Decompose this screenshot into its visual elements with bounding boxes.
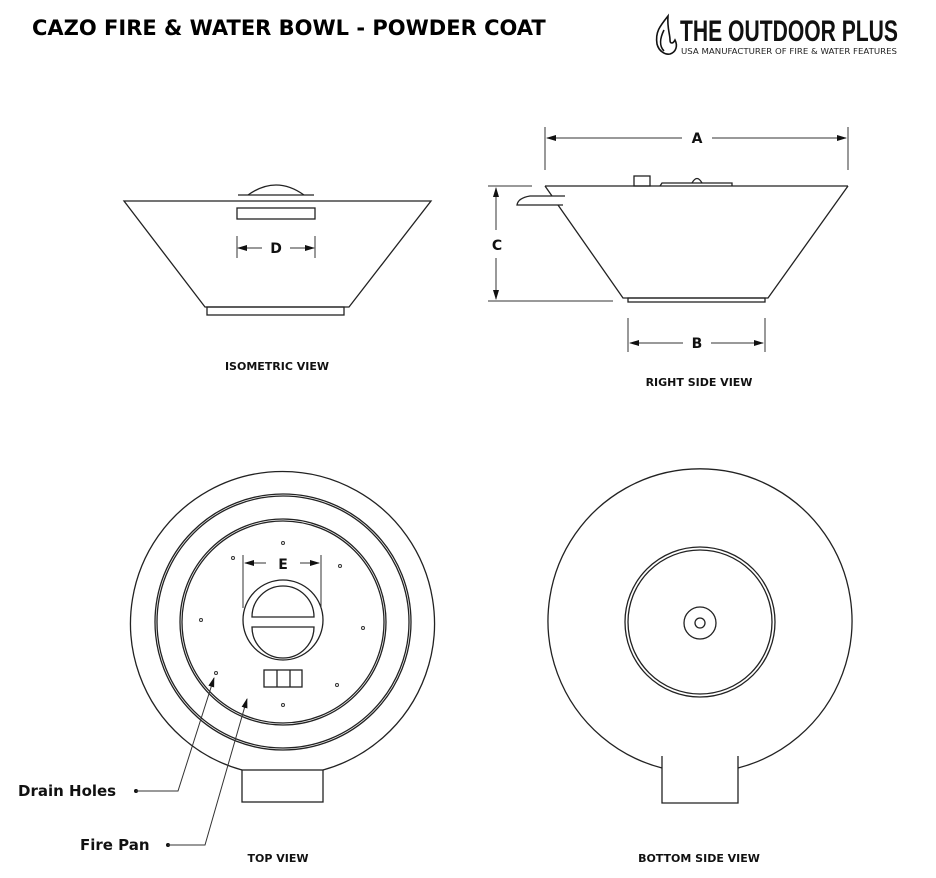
isometric-view-label: ISOMETRIC VIEW bbox=[225, 360, 329, 373]
drain-holes-callout: Drain Holes bbox=[18, 677, 215, 800]
dimension-b-label: B bbox=[692, 336, 703, 352]
bottom-side-view: BOTTOM SIDE VIEW bbox=[547, 468, 853, 865]
drain-holes-label: Drain Holes bbox=[18, 782, 116, 800]
isometric-view: D ISOMETRIC VIEW bbox=[122, 184, 433, 373]
top-view-label: TOP VIEW bbox=[248, 852, 309, 865]
bottom-side-view-label: BOTTOM SIDE VIEW bbox=[638, 852, 760, 865]
dimension-c-label: C bbox=[492, 238, 502, 254]
fire-pan-label: Fire Pan bbox=[80, 836, 150, 854]
logo-name: THE OUTDOOR PLUS bbox=[680, 15, 898, 48]
logo-tagline: USA MANUFACTURER OF FIRE & WATER FEATURE… bbox=[681, 47, 897, 56]
dimension-e-label: E bbox=[278, 557, 288, 573]
top-view: E TOP VIEW bbox=[129, 470, 436, 865]
fire-pan-callout: Fire Pan bbox=[80, 698, 248, 854]
right-side-view-label: RIGHT SIDE VIEW bbox=[646, 376, 753, 389]
logo: THE OUTDOOR PLUS USA MANUFACTURER OF FIR… bbox=[655, 13, 898, 56]
page-title: CAZO FIRE & WATER BOWL - POWDER COAT bbox=[32, 16, 546, 40]
right-side-view: C A B RIGHT SIDE VIEW bbox=[488, 127, 849, 389]
drain-hole-dots bbox=[199, 541, 365, 707]
dimension-d-label: D bbox=[270, 241, 282, 257]
dimension-a-label: A bbox=[692, 131, 703, 147]
flame-icon bbox=[655, 13, 678, 55]
